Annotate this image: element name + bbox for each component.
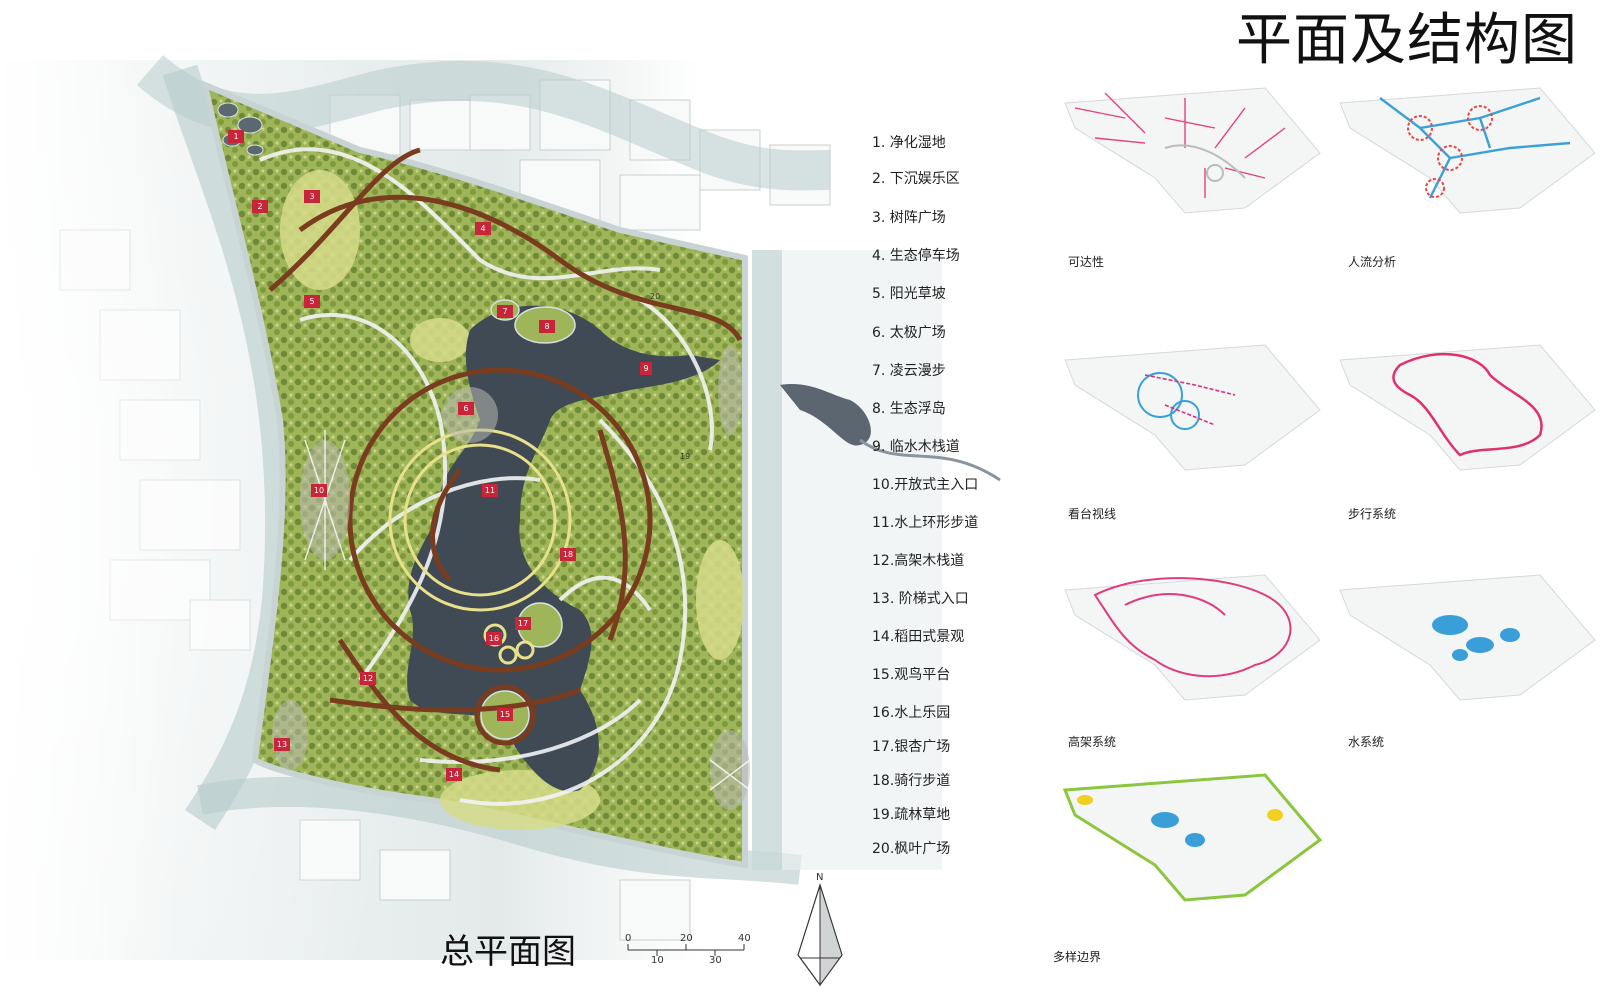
legend-item: 14.稻田式景观 — [872, 629, 965, 645]
plan-marker: 9 — [640, 362, 652, 375]
legend-item: 6. 太极广场 — [872, 325, 946, 341]
plan-title: 总平面图 — [440, 932, 576, 972]
analysis-label-sightline: 看台视线 — [1068, 507, 1117, 521]
plan-marker: 12 — [360, 672, 376, 685]
plan-marker: 15 — [497, 708, 513, 721]
plan-marker: 10 — [311, 484, 327, 497]
plan-marker: 5 — [304, 295, 320, 308]
plan-marker: 6 — [458, 402, 474, 415]
scale-label: 20 — [680, 933, 693, 944]
north-label: N — [816, 872, 824, 883]
legend-item: 1. 净化湿地 — [872, 135, 946, 151]
legend-item: 16.水上乐园 — [872, 705, 951, 721]
scale-label: 30 — [709, 955, 722, 966]
legend-item: 10.开放式主入口 — [872, 477, 979, 493]
plan-marker: 16 — [486, 632, 502, 645]
plan-marker: 11 — [482, 484, 498, 497]
plan-marker: 4 — [475, 222, 491, 235]
legend-item: 18.骑行步道 — [872, 773, 951, 789]
plan-marker: 3 — [304, 190, 320, 203]
analysis-plates — [1062, 87, 1596, 902]
legend-item: 4. 生态停车场 — [872, 248, 960, 264]
scale-label: 10 — [651, 955, 664, 966]
plan-marker: 8 — [539, 320, 555, 333]
legend-item: 7. 凌云漫步 — [872, 363, 946, 379]
plan-marker: 2 — [252, 200, 268, 213]
analysis-label-elevated-system: 高架系统 — [1068, 735, 1117, 749]
scale-bar — [627, 944, 745, 956]
legend-item: 15.观鸟平台 — [872, 667, 951, 683]
scale-label: 40 — [738, 933, 751, 944]
legend-item: 20.枫叶广场 — [872, 841, 951, 857]
legend-item: 8. 生态浮岛 — [872, 401, 946, 417]
plan-marker: 13 — [274, 738, 290, 751]
plan-marker: 20 — [650, 292, 661, 301]
scale-label: 0 — [625, 933, 632, 944]
plan-marker: 1 — [228, 130, 244, 143]
legend-item: 19.疏林草地 — [872, 807, 951, 823]
legend-item: 11.水上环形步道 — [872, 515, 979, 531]
legend-item: 9. 临水木栈道 — [872, 439, 960, 455]
legend-item: 12.高架木栈道 — [872, 553, 965, 569]
analysis-label-accessibility: 可达性 — [1068, 255, 1105, 269]
legend-item: 5. 阳光草坡 — [872, 286, 946, 302]
legend-item: 3. 树阵广场 — [872, 210, 946, 226]
legend-item: 17.银杏广场 — [872, 739, 951, 755]
plan-marker: 14 — [446, 768, 462, 781]
north-arrow-graphic — [797, 882, 843, 987]
legend-item: 13. 阶梯式入口 — [872, 591, 969, 607]
analysis-label-pedestrian-flow: 人流分析 — [1348, 255, 1397, 269]
analysis-label-diverse-boundary: 多样边界 — [1053, 950, 1102, 964]
analysis-label-walking-system: 步行系统 — [1348, 507, 1397, 521]
page-title: 平面及结构图 — [1236, 8, 1578, 73]
analysis-label-water-system: 水系统 — [1348, 735, 1385, 749]
plan-marker: 17 — [515, 617, 531, 630]
plan-marker: 19 — [680, 452, 691, 461]
plan-marker: 7 — [497, 305, 513, 318]
legend-item: 2. 下沉娱乐区 — [872, 171, 960, 187]
plan-marker: 18 — [560, 548, 576, 561]
